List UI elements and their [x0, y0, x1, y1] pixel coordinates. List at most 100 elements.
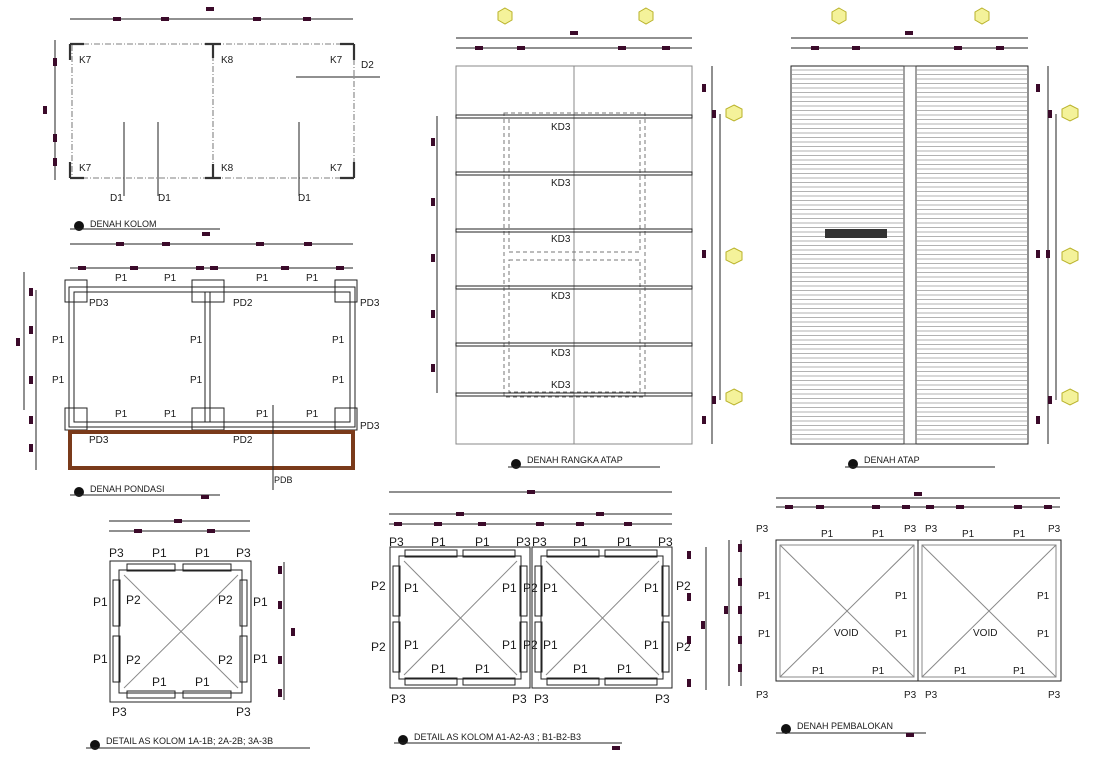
detail-label: P1	[195, 546, 210, 560]
pad-label: PD3	[89, 298, 109, 309]
dimension-tick	[478, 522, 486, 526]
dimension-tick	[336, 266, 344, 270]
beam-label: P1	[895, 629, 908, 640]
dimension-tick	[291, 628, 295, 636]
dimension-tick	[303, 17, 311, 21]
detail-as-kolom-1: P3 P3 P1 P1 P3 P3 P1 P1 P1 P1 P2 P2 P2 P…	[86, 520, 310, 750]
beam-label: P1	[52, 335, 65, 346]
dimension-tick	[431, 310, 435, 318]
truss-label: KD3	[551, 291, 571, 302]
col-label: K7	[79, 163, 92, 174]
dimension-tick	[431, 364, 435, 372]
dimension-tick	[687, 636, 691, 644]
detail-label: P3	[516, 535, 531, 549]
dimension-tick	[53, 58, 57, 66]
dimension-tick	[281, 266, 289, 270]
dimension-tick	[456, 512, 464, 516]
beam-label: P1	[821, 529, 834, 540]
roof-note-block	[825, 229, 887, 238]
beam-label: P3	[1048, 690, 1061, 701]
dimension-tick	[53, 158, 57, 166]
detail-label: P3	[658, 535, 673, 549]
dimension-tick	[206, 7, 214, 11]
dimension-tick	[738, 544, 742, 552]
grid-bubble-icon	[1061, 388, 1079, 406]
dimension-tick	[475, 46, 483, 50]
dimension-tick	[16, 338, 20, 346]
title-target-icon	[781, 724, 791, 734]
beam-label: P1	[164, 273, 177, 284]
dimension-tick	[872, 505, 880, 509]
beam-label: P3	[925, 524, 938, 535]
detail-label: P1	[431, 535, 446, 549]
dimension-tick	[738, 578, 742, 586]
dimension-tick	[785, 505, 793, 509]
beam-label: P1	[306, 273, 319, 284]
detail-label: P2	[523, 638, 538, 652]
dimension-tick	[906, 733, 914, 737]
col-label: K7	[79, 55, 92, 66]
beam-label: P1	[190, 375, 203, 386]
detail-label: P1	[644, 581, 659, 595]
dimension-markers	[16, 7, 1052, 750]
pad-label: PD3	[360, 421, 380, 432]
detail-label: P1	[253, 595, 268, 609]
grid-bubble-icon	[497, 7, 513, 25]
dimension-tick	[624, 522, 632, 526]
dimension-tick	[113, 17, 121, 21]
col-label: K7	[330, 55, 343, 66]
dimension-tick	[278, 566, 282, 574]
grid-bubble-icon	[725, 104, 743, 122]
section-marker: D1	[110, 193, 123, 204]
dimension-tick	[724, 606, 728, 614]
dimension-tick	[517, 46, 525, 50]
beam-label: P1	[895, 591, 908, 602]
section-marker: D1	[298, 193, 311, 204]
detail-label: P1	[573, 662, 588, 676]
dimension-tick	[852, 46, 860, 50]
dimension-tick	[702, 84, 706, 92]
void-label: VOID	[834, 628, 858, 639]
pad-label: PD2	[233, 298, 253, 309]
detail-label: P2	[218, 653, 233, 667]
plan-title: DETAIL AS KOLOM 1A-1B; 2A-2B; 3A-3B	[106, 736, 273, 746]
detail-label: P1	[152, 675, 167, 689]
dimension-tick	[1014, 505, 1022, 509]
beam-label: P3	[904, 524, 917, 535]
dimension-tick	[431, 254, 435, 262]
dimension-tick	[527, 490, 535, 494]
dimension-tick	[570, 31, 578, 35]
beam-label: P1	[332, 335, 345, 346]
plan-title: DENAH KOLOM	[90, 219, 157, 229]
beam-label: P1	[962, 529, 975, 540]
col-label: K7	[330, 163, 343, 174]
detail-as-kolom-2: P3 P3 P3 P3 P1 P1 P1 P1 P3 P3 P3 P3 P2 P…	[371, 491, 707, 745]
plan-denah-pembalokan: VOID VOID P3 P3 P3 P3 P3 P3 P3 P3 P1 P1 …	[728, 497, 1062, 734]
detail-label: P1	[404, 638, 419, 652]
dimension-tick	[1048, 396, 1052, 404]
truss-label: KD3	[551, 178, 571, 189]
beam-label: P1	[256, 273, 269, 284]
dimension-tick	[1048, 110, 1052, 118]
plan-title: DENAH PONDASI	[90, 484, 165, 494]
detail-label: P1	[543, 638, 558, 652]
pad-label: PD3	[89, 435, 109, 446]
detail-label: P2	[218, 593, 233, 607]
detail-label: P3	[236, 705, 251, 719]
dimension-tick	[738, 636, 742, 644]
dimension-tick	[29, 288, 33, 296]
dimension-tick	[687, 679, 691, 687]
dimension-tick	[162, 242, 170, 246]
dimension-tick	[196, 266, 204, 270]
beam-label: P1	[115, 273, 128, 284]
dimension-tick	[1044, 505, 1052, 509]
detail-label: P1	[617, 662, 632, 676]
dimension-tick	[914, 492, 922, 496]
detail-label: P1	[573, 535, 588, 549]
dimension-tick	[130, 266, 138, 270]
grid-bubble-icon	[725, 247, 743, 265]
dimension-tick	[43, 106, 47, 114]
dimension-tick	[687, 551, 691, 559]
beam-label: P3	[756, 690, 769, 701]
